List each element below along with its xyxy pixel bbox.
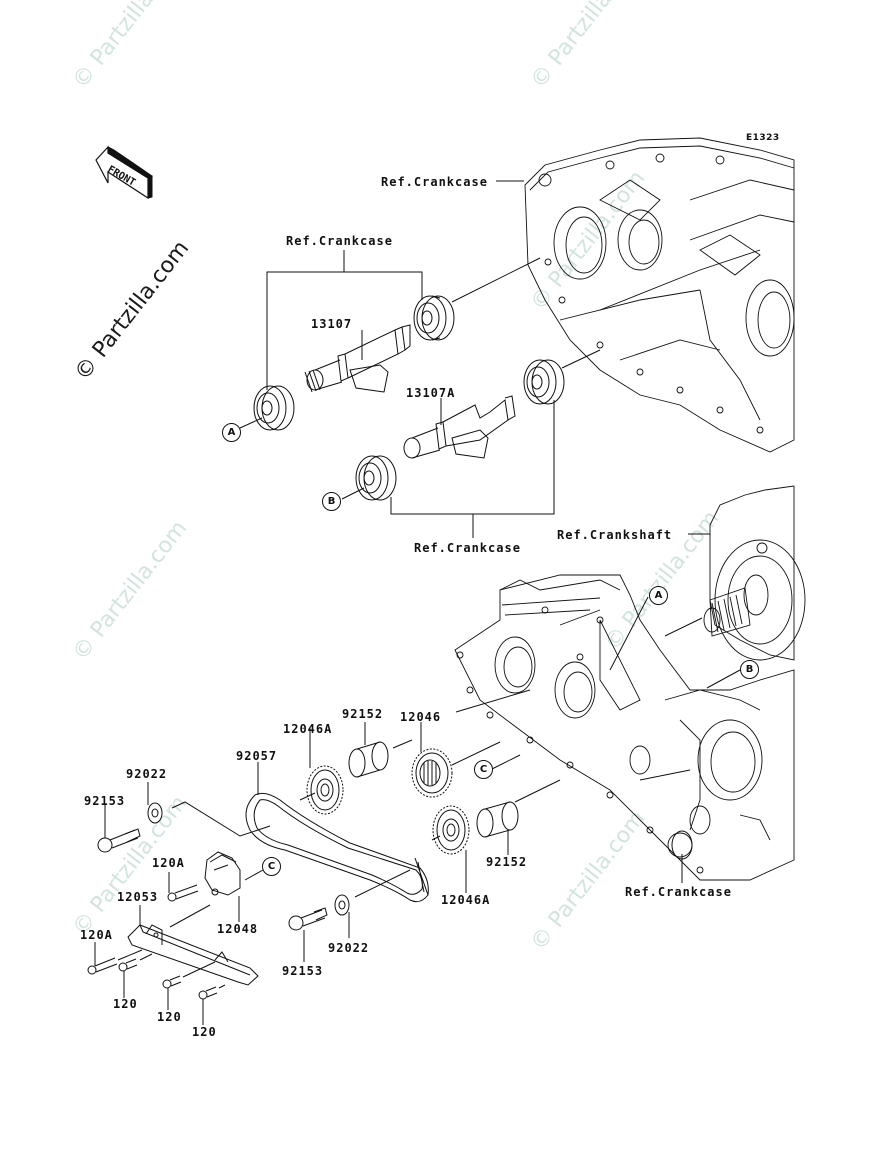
part-number-12046a[interactable]: 12046A — [441, 893, 491, 907]
balancer-shaft-icon — [305, 325, 410, 392]
ref-crankcase-label: Ref.Crankcase — [286, 234, 393, 248]
chain-guide-icon — [128, 925, 258, 985]
callout-b: B — [740, 660, 759, 679]
part-number-92022[interactable]: 92022 — [328, 941, 370, 955]
bracket-line — [267, 272, 422, 390]
part-number-92022[interactable]: 92022 — [126, 767, 168, 781]
ref-crankcase-label: Ref.Crankcase — [414, 541, 521, 555]
part-number-92152[interactable]: 92152 — [486, 855, 528, 869]
bolt-icon — [168, 885, 198, 901]
bolt-icon — [119, 959, 137, 971]
callout-a: A — [222, 423, 241, 442]
chain-tensioner-icon — [205, 852, 240, 895]
part-number-92153[interactable]: 92153 — [84, 794, 126, 808]
cam-chain-icon — [246, 793, 428, 901]
crankcase-upper-illustration — [525, 138, 794, 452]
part-number-13107[interactable]: 13107 — [311, 317, 353, 331]
part-number-92152[interactable]: 92152 — [342, 707, 384, 721]
part-number-92057[interactable]: 92057 — [236, 749, 278, 763]
bolt-icon — [289, 908, 327, 930]
ref-crankcase-label: Ref.Crankcase — [625, 885, 732, 899]
diagram-code: E1323 — [746, 133, 780, 143]
sprocket-icon — [412, 749, 452, 797]
part-number-12046a[interactable]: 12046A — [283, 722, 333, 736]
front-arrow-icon: FRONT — [96, 147, 152, 198]
bolt-icon — [163, 976, 181, 988]
bushing-icon — [477, 802, 518, 837]
sprocket-icon — [307, 766, 343, 814]
callout-b: B — [322, 492, 341, 511]
ball-bearing-icon — [414, 296, 454, 340]
bolt-icon — [199, 987, 217, 999]
part-number-120a[interactable]: 120A — [80, 928, 113, 942]
bolt-icon — [88, 958, 117, 974]
crankshaft-illustration — [704, 486, 805, 660]
ball-bearing-icon — [524, 360, 564, 404]
part-number-120[interactable]: 120 — [113, 997, 138, 1011]
callout-a: A — [649, 586, 668, 605]
ref-crankshaft-label: Ref.Crankshaft — [557, 528, 673, 542]
balancer-shaft-icon — [404, 396, 515, 458]
part-number-120[interactable]: 120 — [192, 1025, 217, 1039]
part-number-120a[interactable]: 120A — [152, 856, 185, 870]
washer-icon — [335, 895, 349, 915]
part-number-13107a[interactable]: 13107A — [406, 386, 456, 400]
part-number-12046[interactable]: 12046 — [400, 710, 442, 724]
washer-icon — [148, 803, 162, 823]
callout-c: C — [262, 857, 281, 876]
ball-bearing-icon — [254, 386, 294, 430]
part-number-92153[interactable]: 92153 — [282, 964, 324, 978]
leader-line — [172, 802, 270, 836]
ref-crankcase-label: Ref.Crankcase — [381, 175, 488, 189]
ball-bearing-icon — [356, 456, 396, 500]
part-number-12048[interactable]: 12048 — [217, 922, 259, 936]
part-number-120[interactable]: 120 — [157, 1010, 182, 1024]
callout-c: C — [474, 760, 493, 779]
sprocket-icon — [433, 806, 469, 854]
part-number-12053[interactable]: 12053 — [117, 890, 159, 904]
bolt-icon — [98, 829, 140, 852]
crankcase-lower-illustration — [455, 575, 794, 880]
bushing-icon — [349, 742, 388, 777]
